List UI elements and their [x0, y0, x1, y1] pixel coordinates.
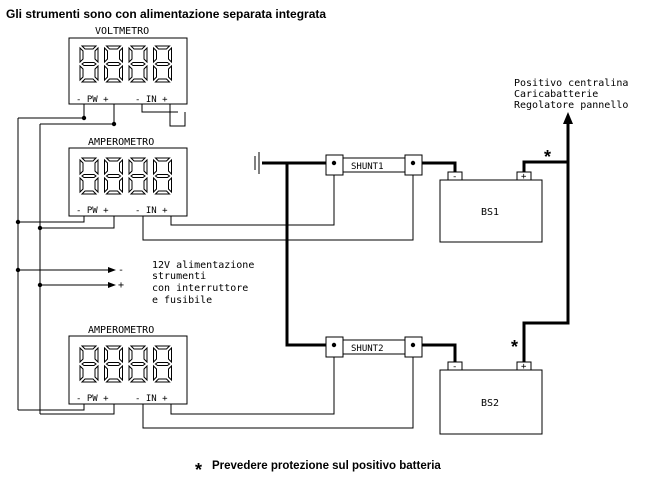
shunt-1-bolt-right — [410, 160, 416, 166]
seven-segment-digit — [153, 45, 172, 83]
seven-segment-digit — [79, 45, 99, 83]
ammeter-1-pw-label: - PW + — [76, 206, 109, 216]
output-line-2: Caricabatterie — [514, 89, 598, 100]
wire-amp1-pw-neg — [18, 216, 85, 223]
battery-bs1-pos-terminal — [516, 171, 532, 181]
voltmeter: VOLTMETRO - PW + - IN + — [68, 26, 188, 105]
supply-line-1: 12V alimentazione — [152, 260, 254, 271]
seven-segment-digit — [104, 157, 123, 195]
wire-amp1-in-pos — [170, 168, 335, 226]
supply-neg-sign: - — [118, 265, 124, 276]
seven-segment-digit — [104, 45, 123, 83]
seven-segment-digit — [79, 345, 99, 383]
ammeter-2-in-label: - IN + — [135, 394, 168, 404]
battery-bs1-neg-sign: - — [452, 172, 457, 182]
battery-bs2-neg-sign: - — [452, 362, 457, 372]
seven-segment-digit — [128, 45, 148, 83]
wire-volt-pw-pos — [40, 104, 115, 125]
wire-amp1-pw-pos — [40, 216, 115, 229]
junction-dot — [15, 219, 21, 225]
shunt-1-label: SHUNT1 — [351, 162, 384, 172]
seven-segment-digit — [104, 345, 123, 383]
shunt-1-bolt-left — [331, 160, 337, 166]
battery-bs2-neg-terminal — [447, 361, 463, 371]
junction-dot — [37, 225, 43, 231]
battery-bs2-pos-sign: + — [521, 362, 527, 372]
wire-shunt2-to-bs2 — [416, 343, 457, 364]
wire-volt-in-neg — [141, 104, 178, 113]
battery-bs2: - + BS2 — [439, 361, 543, 435]
supply-line-2: strumenti — [152, 271, 206, 282]
supply-line-3: con interruttore — [152, 283, 248, 294]
shunt-1-body — [342, 157, 406, 173]
arrow-output — [563, 112, 573, 124]
battery-bs2-label: BS2 — [481, 398, 499, 409]
ammeter-1-box — [68, 147, 188, 217]
junction-dot — [37, 282, 43, 288]
ammeter-2-label: AMPEROMETRO — [88, 325, 154, 336]
wire-bs1-pos-to-output — [522, 120, 570, 174]
power-wiring — [254, 112, 573, 364]
seven-segment-digit — [79, 157, 99, 195]
wire-volt-in-pos — [169, 104, 186, 127]
ammeter-1-in-label: - IN + — [135, 206, 168, 216]
voltmeter-display — [79, 45, 172, 83]
supply-label: - + 12V alimentazione strumenti con inte… — [118, 260, 254, 306]
supply-pos-sign: + — [118, 280, 124, 291]
footnote-star: * — [195, 460, 202, 480]
footnote-text: Prevedere protezione sul positivo batter… — [212, 460, 441, 472]
ammeter-2: AMPEROMETRO - PW + - IN + — [68, 325, 188, 405]
battery-bs2-pos-terminal — [516, 361, 532, 371]
output-line-3: Regolatore pannello — [514, 100, 628, 111]
shunt-2-bolt-left — [331, 342, 337, 348]
protection-star-bs2: * — [511, 337, 518, 357]
ammeter-2-box — [68, 335, 188, 405]
ammeter-1-display — [79, 157, 172, 195]
ammeter-1-label: AMPEROMETRO — [88, 137, 154, 148]
wire-bs2-pos-to-output — [522, 162, 570, 364]
wire-shunt1-to-bs1 — [416, 161, 457, 174]
seven-segment-digit — [128, 345, 148, 383]
battery-bs1-neg-terminal — [447, 171, 463, 181]
wire-volt-pw-neg — [18, 104, 85, 119]
ammeter-2-display — [79, 345, 172, 383]
junction-dot — [15, 267, 21, 273]
voltmeter-label: VOLTMETRO — [95, 26, 149, 37]
output-label: Positivo centralina Caricabatterie Regol… — [514, 78, 628, 111]
arrow-supply-pos — [108, 282, 116, 288]
diagram-title: Gli strumenti sono con alimentazione sep… — [6, 7, 326, 21]
thin-wiring — [15, 104, 414, 429]
protection-star-bs1: * — [544, 147, 551, 167]
voltmeter-pw-label: - PW + — [76, 95, 109, 105]
shunt-2-body — [342, 339, 406, 355]
wire-amp1-in-neg — [142, 168, 414, 241]
wire-amp2-in-neg — [142, 356, 414, 429]
seven-segment-digit — [153, 345, 172, 383]
wire-ground-to-shunt2 — [285, 163, 334, 347]
junction-dot — [81, 115, 87, 121]
seven-segment-digit — [153, 157, 172, 195]
wire-amp2-pw-neg — [18, 404, 85, 411]
supply-line-4: e fusibile — [152, 295, 212, 306]
shunt-1: SHUNT1 — [325, 154, 423, 176]
battery-bs1: - + BS1 — [439, 171, 543, 243]
voltmeter-in-label: - IN + — [135, 95, 168, 105]
battery-bs1-label: BS1 — [481, 207, 499, 218]
arrow-supply-neg — [108, 267, 116, 273]
battery-bs1-body — [439, 179, 543, 243]
shunt-2-bolt-right — [410, 342, 416, 348]
wire-amp2-in-pos — [170, 356, 335, 415]
seven-segment-digit — [128, 157, 148, 195]
wire-amp2-pw-pos — [40, 404, 115, 415]
junction-dot — [111, 121, 117, 127]
ammeter-2-pw-label: - PW + — [76, 394, 109, 404]
ammeter-1: AMPEROMETRO - PW + - IN + — [68, 137, 188, 217]
shunt-2: SHUNT2 — [325, 336, 423, 358]
battery-bs1-pos-sign: + — [521, 172, 527, 182]
battery-bs2-body — [439, 369, 543, 435]
shunt-2-label: SHUNT2 — [351, 344, 384, 354]
output-line-1: Positivo centralina — [514, 78, 628, 89]
